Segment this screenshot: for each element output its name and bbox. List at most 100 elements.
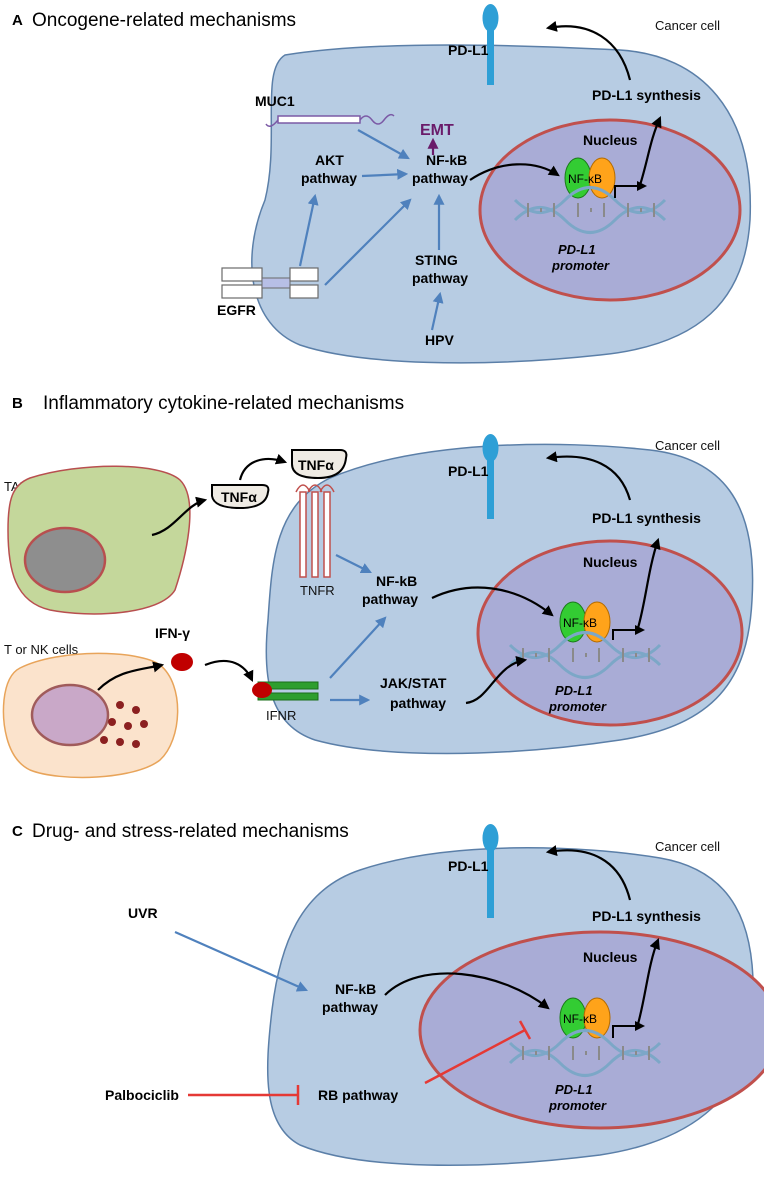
jak-stat-label: JAK/STAT	[380, 675, 447, 691]
ifnr-to-nfkb-arrow	[329, 616, 387, 679]
ifn-label: IFN-γ	[155, 625, 190, 641]
nfkb-complex: NF-κB	[559, 997, 611, 1039]
hpv-to-sting-arrow	[430, 291, 444, 331]
ifn-gamma-molecule	[171, 653, 193, 671]
tnk-to-ifn-arrow	[97, 661, 165, 691]
nucleus-label: Nucleus	[583, 949, 638, 965]
pdl1-receptor	[482, 4, 499, 85]
panel-title: Inflammatory cytokine-related mechanisms	[43, 393, 404, 414]
cancer-cell-label: Cancer cell	[655, 438, 720, 453]
transcription-arrow	[612, 1021, 645, 1038]
tnk-nucleus	[30, 683, 110, 747]
nfkb-pathway-label: pathway	[322, 999, 378, 1015]
sting-label: pathway	[412, 270, 468, 286]
tnf-label: TNFα	[221, 489, 257, 505]
panel-title: Oncogene-related mechanisms	[32, 10, 296, 31]
nucleus	[478, 118, 742, 302]
promoter-label: PD-L1	[558, 242, 596, 257]
palbociclib-label: Palbociclib	[105, 1087, 179, 1103]
cancer-cell-label: Cancer cell	[655, 18, 720, 33]
akt-label: AKT	[315, 152, 344, 168]
panel-a: A Oncogene-related mechanisms Cancer cel…	[12, 4, 752, 364]
muc1-protein	[265, 113, 395, 127]
nfkb-pathway-label: pathway	[412, 170, 468, 186]
tnfr-receptor	[295, 484, 335, 578]
pdl1-label: PD-L1	[448, 858, 489, 874]
panel-letter: A	[12, 12, 23, 29]
transcription-arrow	[612, 625, 645, 640]
panel-c: C Drug- and stress-related mechanisms Ca…	[12, 821, 764, 1166]
tnf-to-tnf-bound-arrow	[238, 453, 288, 481]
synthesis-to-pdl1-arrow	[545, 20, 632, 81]
egfr-to-akt-arrow	[298, 193, 319, 267]
nfkb-pathway-label: pathway	[362, 591, 418, 607]
egfr-to-nfkb-arrow	[324, 198, 412, 286]
sting-label: STING	[415, 252, 458, 268]
hpv-label: HPV	[425, 332, 454, 348]
nfkb-complex-label: NF-κB	[563, 1012, 597, 1026]
tnfr-label: TNFR	[300, 583, 335, 598]
dna-helix	[513, 186, 667, 234]
pdl1-receptor	[482, 434, 499, 519]
nfkb-to-nucleus-arrow	[431, 586, 554, 617]
nucleus-label: Nucleus	[583, 554, 638, 570]
nucleus	[476, 539, 744, 727]
synthesis-to-pdl1-arrow	[545, 451, 632, 501]
nfkb-pathway-label: NF-kB	[426, 152, 467, 168]
nfkb-pathway-label: NF-kB	[335, 981, 376, 997]
nucleus-to-synthesis-arrow	[636, 937, 660, 1025]
panel-b: B Inflammatory cytokine-related mechanis…	[2, 393, 754, 779]
cancer-cell-label: Cancer cell	[655, 839, 720, 854]
tnf-label: TNFα	[298, 457, 334, 473]
pdl1-receptor	[482, 824, 499, 918]
promoter-label: PD-L1	[555, 1082, 593, 1097]
muc1-label: MUC1	[255, 93, 295, 109]
tnfr-to-nfkb-arrow	[335, 554, 372, 573]
promoter-label: PD-L1	[555, 683, 593, 698]
tam-nucleus	[23, 526, 107, 594]
pdl1-synthesis-label: PD-L1 synthesis	[592, 908, 701, 924]
egfr-label: EGFR	[217, 302, 256, 318]
nfkb-pathway-label: NF-kB	[376, 573, 417, 589]
akt-to-nfkb-arrow	[361, 168, 409, 180]
palbociclib-inhibition	[188, 1085, 300, 1105]
tnf-alpha-secreted: TNFα	[211, 484, 270, 510]
nfkb-complex-label: NF-κB	[568, 172, 602, 186]
tnf-alpha-bound: TNFα	[291, 449, 348, 480]
ifnr-label: IFNR	[266, 708, 296, 723]
nucleus-label: Nucleus	[583, 132, 638, 148]
tnk-label: T or NK cells	[4, 642, 79, 657]
egfr-receptor	[221, 267, 319, 299]
promoter-label: promoter	[548, 699, 607, 714]
akt-label: pathway	[301, 170, 357, 186]
panel-letter: C	[12, 823, 23, 840]
synthesis-to-pdl1-arrow	[545, 845, 632, 901]
nfkb-complex-label: NF-κB	[563, 616, 597, 630]
tam-to-tnf-arrow	[151, 496, 208, 537]
jak-to-nucleus-arrow	[465, 656, 528, 705]
panel-title: Drug- and stress-related mechanisms	[32, 821, 349, 842]
pdl1-synthesis-label: PD-L1 synthesis	[592, 87, 701, 103]
dna-helix	[508, 631, 662, 679]
ifn-to-ifnr-arrow	[204, 659, 254, 682]
pdl1-label: PD-L1	[448, 463, 489, 479]
rb-pathway-label: RB pathway	[318, 1087, 398, 1103]
nfkb-to-nucleus-arrow	[384, 972, 550, 1010]
nucleus-to-synthesis-arrow	[638, 115, 662, 186]
uvr-label: UVR	[128, 905, 158, 921]
pdl1-label: PD-L1	[448, 42, 489, 58]
transcription-arrow	[614, 181, 647, 198]
jak-stat-label: pathway	[390, 695, 446, 711]
pdl1-synthesis-label: PD-L1 synthesis	[592, 510, 701, 526]
nfkb-to-nucleus-arrow	[469, 163, 560, 181]
ifnr-receptor	[252, 681, 319, 701]
uvr-to-nfkb-arrow	[174, 930, 309, 992]
panel-letter: B	[12, 395, 23, 412]
muc1-to-nfkb-arrow	[357, 129, 410, 160]
nucleus-to-synthesis-arrow	[636, 537, 661, 629]
promoter-label: promoter	[551, 258, 610, 273]
dna-helix	[508, 1029, 662, 1077]
emt-label: EMT	[420, 122, 454, 139]
cytokine-granules	[100, 701, 148, 748]
